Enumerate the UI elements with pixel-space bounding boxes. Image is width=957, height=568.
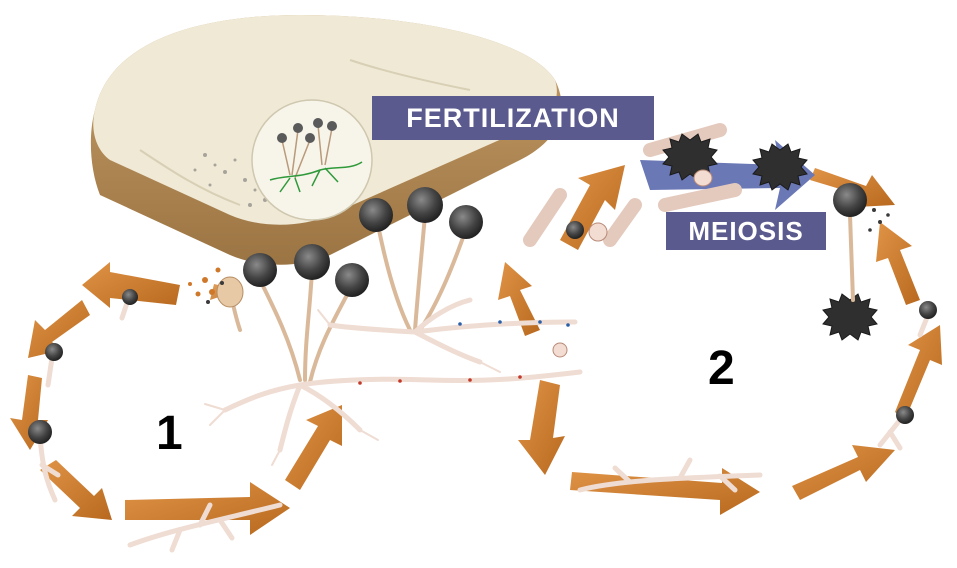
sporangia-cluster-right [359,187,483,330]
meiosis-label: MEIOSIS [666,212,826,250]
cycle-1-number: 1 [156,410,183,458]
fertilization-label: FERTILIZATION [372,96,654,140]
cycle-2-number: 2 [708,345,735,393]
magnified-mold-inset [252,100,372,220]
cycle-1-arrows [10,262,342,535]
